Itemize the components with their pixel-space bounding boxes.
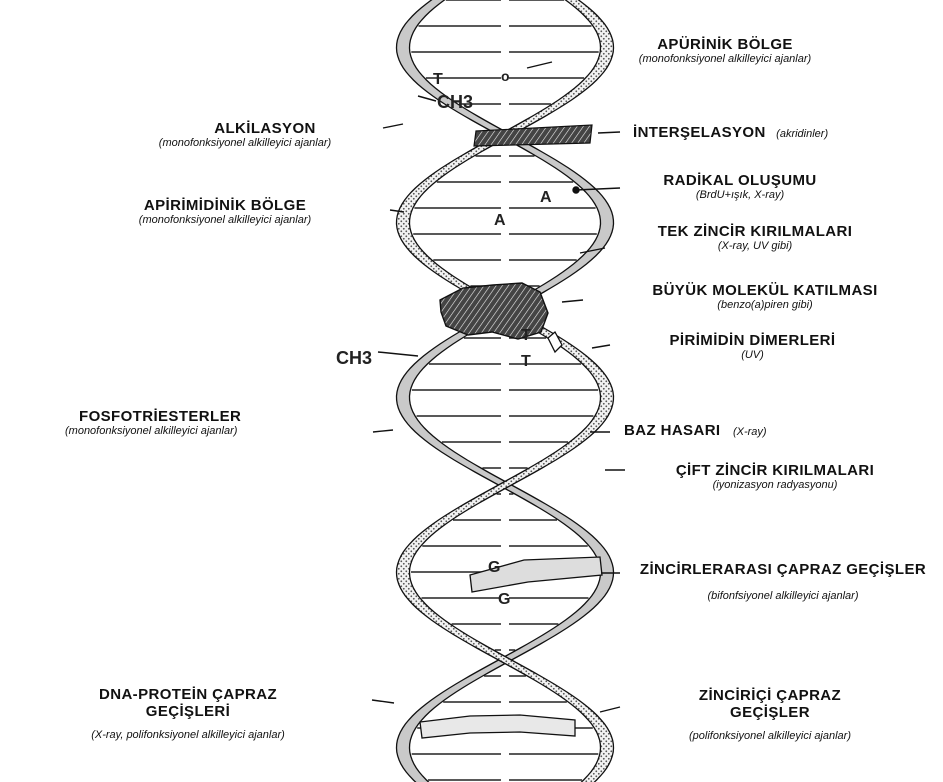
label-single-strand-breaks: TEK ZİNCİR KIRILMALARI (X-ray, UV gibi)	[610, 223, 900, 253]
label-bulky-adduct: BÜYÜK MOLEKÜL KATILMASI (benzo(a)piren g…	[590, 282, 940, 312]
label-radical-formation: RADİKAL OLUŞUMU (BrdU+ışık, X-ray)	[615, 172, 865, 202]
methyl-label-top: CH3	[437, 92, 473, 112]
label-interstrand-crosslinks: ZİNCİRLERARASI ÇAPRAZ GEÇİŞLER (bifonfsi…	[628, 561, 938, 603]
label-base-damage: BAZ HASARI (X-ray)	[624, 422, 904, 440]
label-alkylation: ALKİLASYON (monofonksiyonel alkilleyici …	[95, 120, 395, 150]
methyl-label-left: CH3	[336, 348, 372, 368]
label-interstrand-crosslinks-sub: (bifonfsiyonel alkilleyici ajanlar)	[628, 590, 938, 603]
label-pyrimidine-dimers-title: PİRİMİDİN DİMERLERİ	[620, 332, 885, 349]
label-double-strand-breaks-title: ÇİFT ZİNCİR KIRILMALARI	[625, 462, 925, 479]
apurinic-letter-top: o	[501, 68, 510, 84]
guanine-letter-2: G	[498, 591, 510, 608]
label-intercalation-title: İNTERŞELASYON	[633, 124, 766, 141]
label-apurinic-site-title: APÜRİNİK BÖLGE	[560, 36, 890, 53]
label-intercalation-sub: (akridinler)	[776, 128, 828, 140]
label-apyrimidinic-site-title: APİRİMİDİNİK BÖLGE	[60, 197, 390, 214]
label-double-strand-breaks: ÇİFT ZİNCİR KIRILMALARI (iyonizasyon rad…	[625, 462, 925, 492]
dotted-backbone-ribbon	[397, 0, 614, 782]
label-single-strand-breaks-sub: (X-ray, UV gibi)	[610, 240, 900, 253]
label-pyrimidine-dimers: PİRİMİDİN DİMERLERİ (UV)	[620, 332, 885, 362]
label-intrastrand-crosslinks-sub: (polifonksiyonel alkilleyici ajanlar)	[620, 730, 920, 743]
label-dna-protein-crosslinks-sub: (X-ray, polifonksiyonel alkilleyici ajan…	[8, 729, 368, 742]
label-interstrand-crosslinks-title: ZİNCİRLERARASI ÇAPRAZ GEÇİŞLER	[628, 561, 938, 578]
thymine-letter-dimer-2: T	[521, 353, 531, 370]
bulky-adduct-marker	[440, 283, 548, 339]
methyl-tick-left	[378, 352, 418, 356]
guanine-letter-1: G	[488, 559, 500, 576]
dotted-backbone-strand	[397, 0, 614, 782]
gray-backbone-ribbon	[397, 0, 614, 782]
label-radical-formation-sub: (BrdU+ışık, X-ray)	[615, 189, 865, 202]
label-apyrimidinic-site-sub: (monofonksiyonel alkilleyici ajanlar)	[60, 214, 390, 227]
label-apyrimidinic-site: APİRİMİDİNİK BÖLGE (monofonksiyonel alki…	[60, 197, 390, 227]
label-apurinic-site: APÜRİNİK BÖLGE (monofonksiyonel alkilley…	[560, 36, 890, 66]
label-alkylation-title: ALKİLASYON	[95, 120, 395, 137]
label-apurinic-site-sub: (monofonksiyonel alkilleyici ajanlar)	[560, 53, 890, 66]
label-bulky-adduct-title: BÜYÜK MOLEKÜL KATILMASI	[590, 282, 940, 299]
label-intercalation: İNTERŞELASYON (akridinler)	[633, 124, 938, 142]
label-intrastrand-crosslinks: ZİNCİRİÇİ ÇAPRAZ GEÇİŞLER (polifonksiyon…	[620, 687, 920, 742]
label-intrastrand-crosslinks-title: ZİNCİRİÇİ ÇAPRAZ GEÇİŞLER	[665, 687, 875, 722]
label-double-strand-breaks-sub: (iyonizasyon radyasyonu)	[625, 479, 925, 492]
label-alkylation-sub: (monofonksiyonel alkilleyici ajanlar)	[95, 137, 395, 150]
label-bulky-adduct-sub: (benzo(a)piren gibi)	[590, 299, 940, 312]
thymine-letter-dimer-1: T	[521, 327, 531, 344]
label-single-strand-breaks-title: TEK ZİNCİR KIRILMALARI	[610, 223, 900, 240]
label-base-damage-title: BAZ HASARI	[624, 422, 721, 439]
thymine-letter-top: T	[433, 71, 443, 88]
adenine-letter-2: A	[494, 212, 506, 229]
label-phosphotriesters: FOSFOTRİESTERLER (monofonksiyonel alkill…	[65, 408, 375, 438]
label-phosphotriesters-title: FOSFOTRİESTERLER	[65, 408, 375, 425]
label-dna-protein-crosslinks: DNA-PROTEİN ÇAPRAZ GEÇİŞLERİ (X-ray, pol…	[8, 686, 368, 741]
adenine-letter-1: A	[540, 189, 552, 206]
label-pyrimidine-dimers-sub: (UV)	[620, 349, 885, 362]
label-base-damage-sub: (X-ray)	[733, 426, 767, 438]
label-dna-protein-crosslinks-title: DNA-PROTEİN ÇAPRAZ GEÇİŞLERİ	[63, 686, 313, 721]
intrastrand-crosslink-marker	[420, 715, 575, 738]
label-phosphotriesters-sub: (monofonksiyonel alkilleyici ajanlar)	[65, 425, 375, 438]
label-radical-formation-title: RADİKAL OLUŞUMU	[615, 172, 865, 189]
gray-backbone-strand	[397, 0, 614, 782]
